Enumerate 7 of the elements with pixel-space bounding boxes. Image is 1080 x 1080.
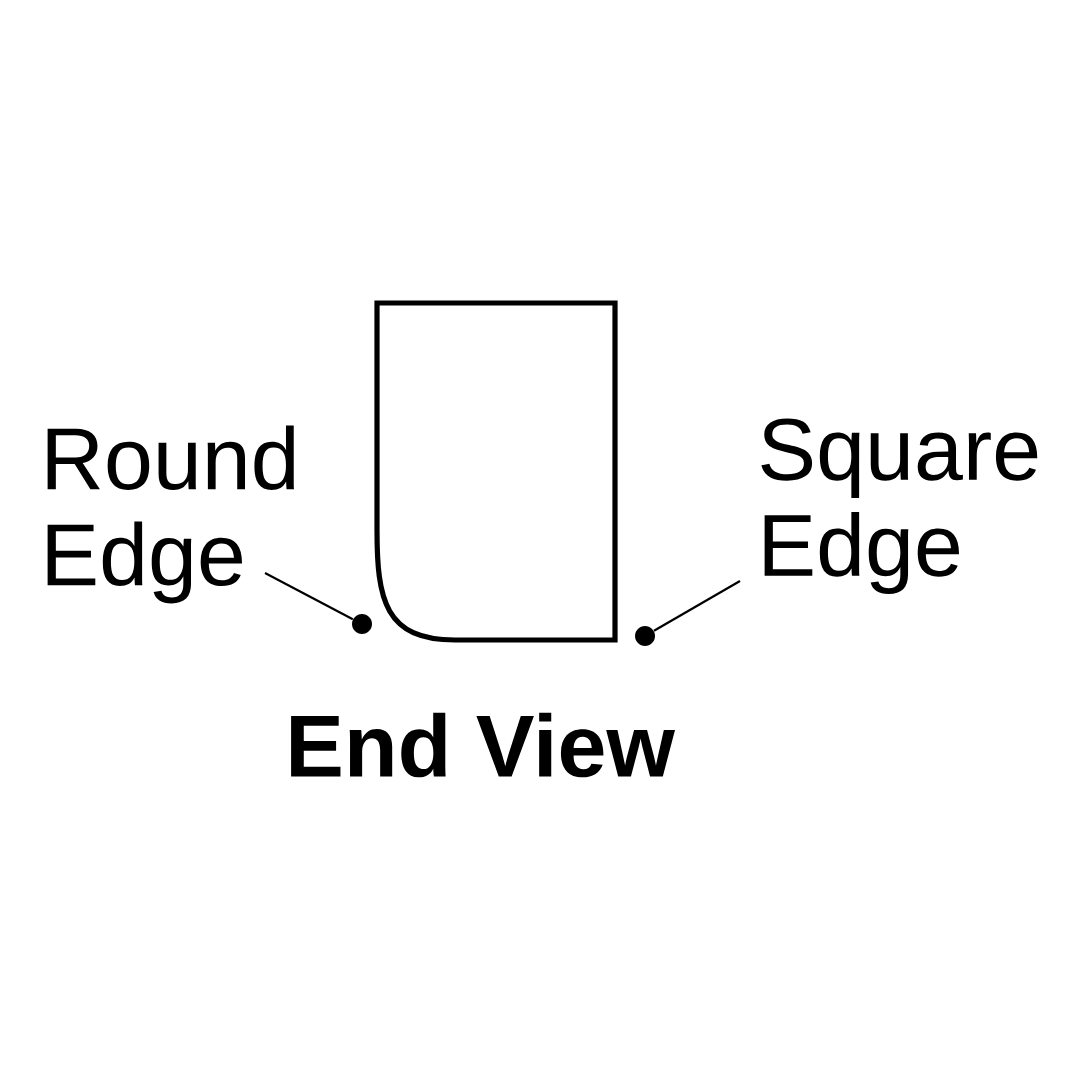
- dot-marker: [352, 614, 372, 634]
- callout-label: Square Edge: [761, 418, 1038, 595]
- callout-label: Round Edge: [47, 425, 294, 604]
- leader-line: [653, 580, 741, 632]
- leader-line: [264, 572, 354, 621]
- view-title: End View: [291, 712, 675, 778]
- dot-marker: [635, 626, 655, 646]
